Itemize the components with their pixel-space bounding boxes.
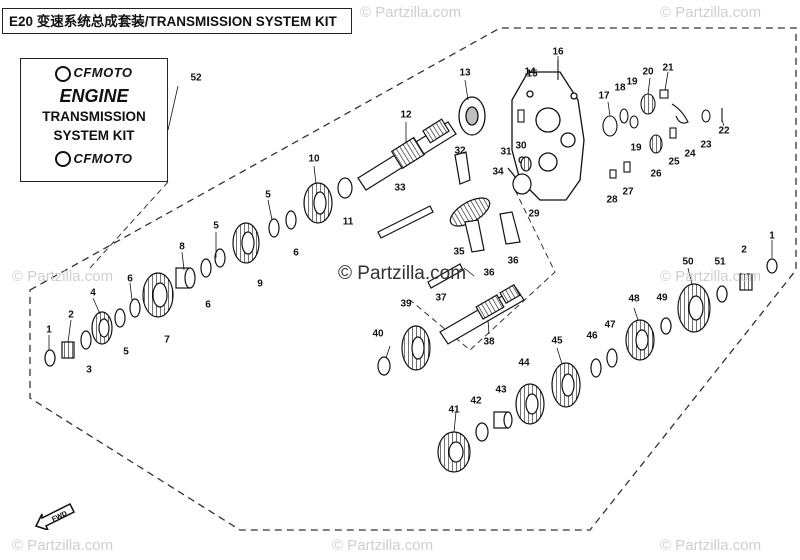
callout-number: 19 — [630, 142, 642, 154]
callout-number: 21 — [662, 62, 674, 74]
watermark: © Partzilla.com — [660, 4, 762, 21]
callout-number: 40 — [372, 328, 384, 340]
callout-number: 52 — [190, 72, 202, 84]
callout-number: 5 — [213, 220, 219, 232]
callout-number: 9 — [257, 278, 263, 290]
watermark: © Partzilla.com — [660, 537, 762, 554]
main-shaft — [357, 118, 457, 191]
callout-number: 15 — [526, 68, 538, 80]
callout-number: 30 — [515, 140, 527, 152]
assembly-boundary — [29, 27, 797, 531]
callout-number: 25 — [668, 156, 680, 168]
callout-number: 41 — [448, 404, 460, 416]
callout-number: 2 — [741, 244, 747, 256]
callout-number: 43 — [495, 384, 507, 396]
callout-number: 39 — [400, 298, 412, 310]
cfmoto-logo-icon — [55, 151, 72, 168]
watermark-center: © Partzilla.com — [338, 263, 467, 284]
callout-number: 46 — [586, 330, 598, 342]
callout-number: 27 — [622, 186, 634, 198]
sub-assembly-frame — [409, 189, 556, 351]
diagram-title: E20 变速系统总成套装/TRANSMISSION SYSTEM KIT — [2, 8, 352, 34]
callout-number: 47 — [604, 319, 616, 331]
watermark: © Partzilla.com — [332, 537, 434, 554]
callout-number: 22 — [718, 125, 730, 137]
callout-number: 2 — [68, 309, 74, 321]
callout-number: 23 — [700, 139, 712, 151]
callout-number: 44 — [518, 357, 530, 369]
callout-number: 37 — [435, 292, 447, 304]
brand-text-bottom: CFMOTO — [73, 150, 133, 166]
shift-assembly — [377, 151, 532, 289]
callout-number: 12 — [400, 109, 412, 121]
callout-number: 26 — [650, 168, 662, 180]
callout-number: 42 — [470, 395, 482, 407]
callout-number: 13 — [459, 67, 471, 79]
callout-number: 6 — [127, 273, 133, 285]
callout-number: 29 — [528, 208, 540, 220]
kit-leader — [89, 181, 169, 269]
kit-line-2: SYSTEM KIT — [53, 127, 135, 143]
callout-number: 49 — [656, 292, 668, 304]
watermark: © Partzilla.com — [660, 268, 762, 285]
callout-number: 48 — [628, 293, 640, 305]
small-parts-upper — [517, 60, 723, 179]
callout-number: 17 — [598, 90, 610, 102]
callout-number: 38 — [483, 336, 495, 348]
kit-label-card: CFMOTO ENGINE TRANSMISSION SYSTEM KIT CF… — [20, 58, 168, 182]
cfmoto-logo-icon — [55, 65, 72, 82]
bearing-13 — [458, 96, 486, 136]
callout-number: 36 — [507, 255, 519, 267]
watermark: © Partzilla.com — [360, 4, 462, 21]
kit-line-1: TRANSMISSION — [42, 108, 146, 124]
callout-number: 1 — [769, 230, 775, 242]
callout-number: 50 — [682, 256, 694, 268]
callout-number: 4 — [90, 287, 96, 299]
callout-number: 11 — [342, 216, 354, 228]
leader-lines — [48, 56, 773, 433]
callout-number: 5 — [123, 346, 129, 358]
callout-number: 6 — [205, 299, 211, 311]
countershaft — [439, 283, 525, 345]
kit-heading: ENGINE — [59, 85, 129, 106]
callout-number: 32 — [454, 145, 466, 157]
watermark: © Partzilla.com — [12, 537, 114, 554]
brand-text-top: CFMOTO — [73, 65, 133, 80]
callout-number: 18 — [614, 82, 626, 94]
callout-number: 20 — [642, 66, 654, 78]
watermark: © Partzilla.com — [12, 268, 114, 285]
callout-number: 16 — [552, 46, 564, 58]
callout-number: 1 — [46, 324, 52, 336]
brand-logo-bottom: CFMOTO — [21, 151, 167, 168]
callout-number: 34 — [492, 166, 504, 178]
callout-number: 51 — [714, 256, 726, 268]
callout-number: 7 — [164, 334, 170, 346]
callout-number: 45 — [551, 335, 563, 347]
callout-number: 6 — [293, 247, 299, 259]
callout-number: 31 — [500, 146, 512, 158]
callout-number: 28 — [606, 194, 618, 206]
callout-number: 35 — [453, 246, 465, 258]
callout-number: 33 — [394, 182, 406, 194]
gear-train-lower — [377, 258, 778, 473]
callout-number: 3 — [86, 364, 92, 376]
gear-train-left — [44, 177, 353, 367]
callout-number: 14 — [524, 66, 536, 78]
callout-number: 36 — [483, 267, 495, 279]
callout-number: 19 — [626, 76, 638, 88]
callout-number: 8 — [179, 241, 185, 253]
callout-number: 10 — [308, 153, 320, 165]
callout-number: 24 — [684, 148, 696, 160]
callout-number: 5 — [265, 189, 271, 201]
brand-logo-top: CFMOTO — [21, 65, 167, 82]
